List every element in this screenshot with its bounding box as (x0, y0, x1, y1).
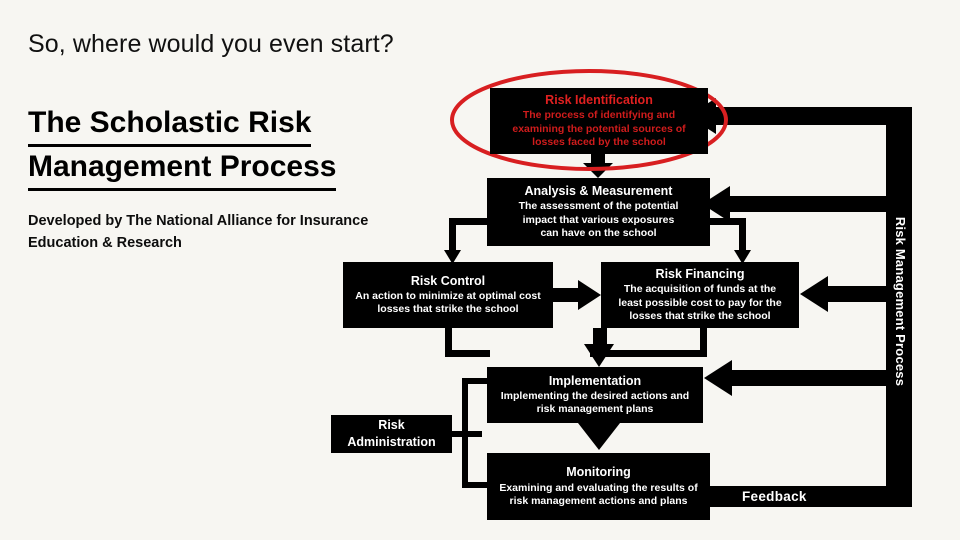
box-description-line: can have on the school (540, 226, 657, 239)
red-highlight-ellipse (450, 69, 728, 171)
connector-risk-control-down (445, 328, 490, 357)
risk-administration-bracket (452, 378, 490, 488)
feedback-arrow-to-analysis (702, 186, 888, 222)
box-title: Implementation (548, 373, 642, 388)
box-title: Risk Control (410, 273, 486, 288)
box-description-line: Implementing the desired actions and (500, 390, 690, 402)
feedback-loop-frame (706, 107, 912, 507)
page-subtitle: Developed by The National Alliance for I… (28, 210, 418, 255)
box-title: Risk Identification (545, 93, 653, 108)
page-heading-question: So, where would you even start? (28, 30, 394, 58)
page-title: The Scholastic Risk Management Process (28, 103, 388, 191)
box-description-line: risk management plans (536, 403, 654, 416)
feedback-arrow-to-risk-financing (800, 276, 888, 312)
page-subtitle-line-1: Developed by The National Alliance for I… (28, 213, 369, 229)
feedback-arrow-to-implementation (704, 360, 888, 396)
box-description-line: losses that strike the school (629, 309, 771, 322)
box-description-line: The acquisition of funds at the (623, 283, 777, 296)
process-box-implementation[interactable]: Implementation Implementing the desired … (487, 367, 703, 423)
process-box-risk-administration[interactable]: Risk Administration (331, 415, 452, 453)
vertical-bar-label: Risk Management Process (890, 186, 912, 416)
box-description-line: risk management actions and plans (509, 494, 688, 507)
box-title-line-1: Risk (378, 417, 405, 432)
box-description-line: losses faced by the school (532, 135, 666, 148)
box-description-line: examining the potential sources of (512, 122, 686, 135)
box-title: Monitoring (566, 465, 631, 480)
box-description-line: An action to minimize at optimal cost (355, 290, 541, 302)
box-description-line: least possible cost to pay for the (618, 296, 782, 309)
page-title-line-1: The Scholastic Risk (28, 103, 312, 147)
process-box-risk-identification[interactable]: Risk Identification The process of ident… (490, 88, 708, 154)
page-subtitle-line-2: Education & Research (28, 235, 182, 252)
arrow-implementation-to-monitoring (578, 423, 620, 450)
box-description-line: The process of identifying and (522, 109, 676, 122)
feedback-label: Feedback (742, 489, 807, 504)
page-title-line-2: Management Process (28, 147, 337, 191)
arrow-risk-control-to-risk-financing (553, 280, 601, 310)
box-description-line: Examining and evaluating the results of (499, 481, 698, 494)
box-description-line: The assessment of the potential (518, 200, 679, 213)
arrow-identification-to-analysis (583, 154, 613, 178)
process-box-analysis-measurement[interactable]: Analysis & Measurement The assessment of… (487, 178, 710, 246)
arrow-analysis-to-risk-financing (704, 218, 751, 264)
box-description-line: impact that various exposures (522, 213, 675, 226)
arrow-analysis-to-risk-control (444, 218, 493, 264)
process-box-risk-control[interactable]: Risk Control An action to minimize at op… (343, 262, 553, 328)
vertical-bar-label-text: Risk Management Process (893, 216, 909, 386)
box-title: Analysis & Measurement (524, 184, 673, 199)
process-box-monitoring[interactable]: Monitoring Examining and evaluating the … (487, 453, 710, 520)
box-title: Risk Financing (655, 267, 745, 282)
arrow-risk-financing-to-implementation (584, 328, 707, 367)
process-box-risk-financing[interactable]: Risk Financing The acquisition of funds … (601, 262, 799, 328)
box-description-line: losses that strike the school (377, 303, 519, 316)
box-title-line-2: Administration (347, 435, 436, 449)
